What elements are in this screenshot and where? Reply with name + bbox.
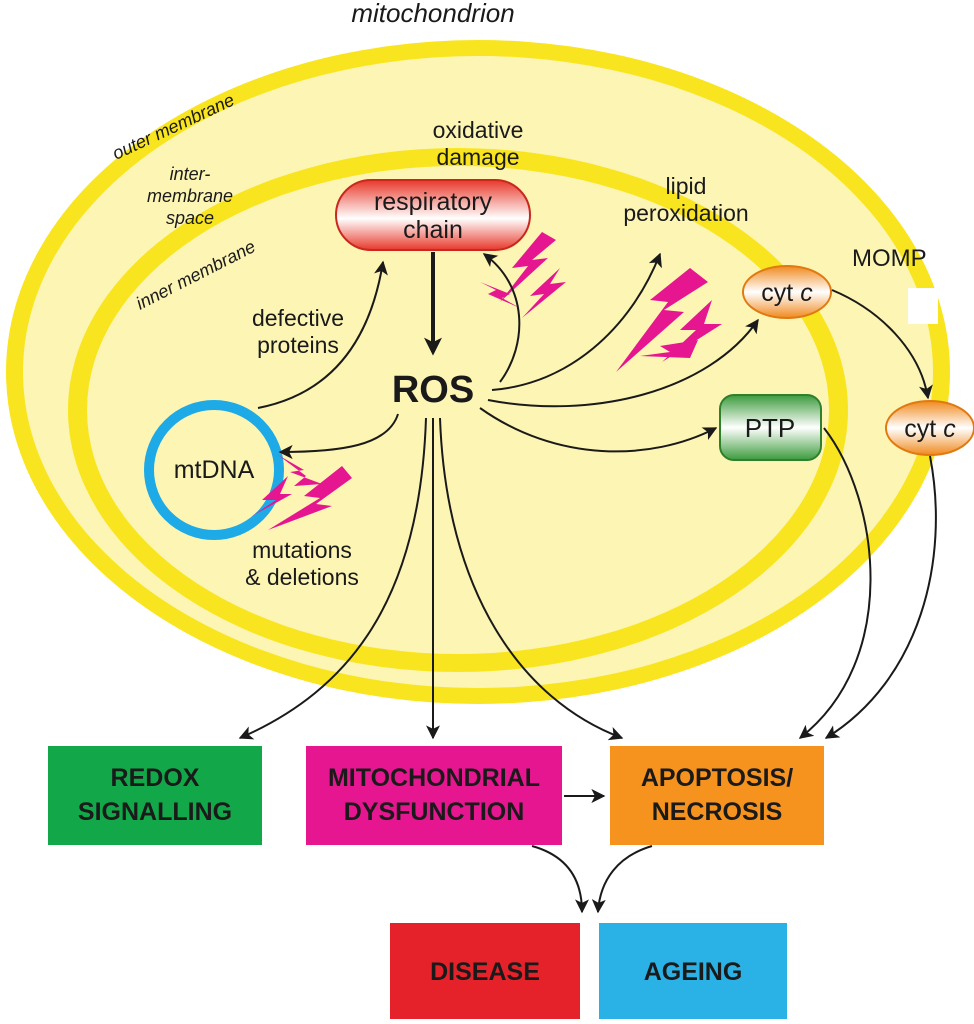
cytc-released-c: c [943,415,956,443]
cytc-released-label: cyt c [904,415,956,443]
ptp-label: PTP [745,413,796,443]
ageing-box [599,923,787,1019]
mitochondrial-dysfunction-box [306,746,562,845]
arrow-ptp-to-apoptosis [798,427,872,739]
lightning-icon-respiratory [480,232,566,318]
arrow-ros-to-lipid [491,252,662,391]
arrow-ros-to-ptp [479,407,718,453]
mutations-label-2: & deletions [245,564,359,590]
cytc-released-cyt: cyt [904,415,936,443]
cytc-inner-cyt: cyt [761,279,793,307]
redox-label-1: REDOX [111,764,200,792]
lipid-peroxidation-label-1: lipid [666,173,707,199]
arrow-apoptosis-to-outcomes [591,845,653,914]
mito-dysfunction-label-1: MITOCHONDRIAL [328,764,540,792]
redox-label-2: SIGNALLING [78,798,232,826]
disease-box [390,923,580,1019]
mutations-label-1: mutations [252,537,352,563]
ageing-label: AGEING [644,958,743,986]
lipid-peroxidation-label-2: peroxidation [623,200,748,226]
apoptosis-label-1: APOPTOSIS/ [641,764,793,792]
cytc-inner-label: cyt c [761,279,813,307]
ros-label: ROS [392,369,474,411]
cytc-released-oval [885,400,974,456]
arrow-mtdna-to-resp [257,260,388,409]
defective-proteins-label-2: proteins [257,332,339,358]
intermembrane-label-1: inter- [170,164,211,184]
redox-signalling-box [48,746,262,845]
intermembrane-label-2: membrane [147,186,233,206]
disease-label: DISEASE [430,958,540,986]
arrow-ros-to-cytc [487,318,759,408]
respiratory-chain [335,179,531,251]
oxidative-damage-label-2: damage [436,144,519,170]
arrow-cytc-to-apoptosis [824,455,937,739]
arrow-ros-to-apoptosis [439,417,624,741]
diagram-title: mitochondrion [351,0,514,28]
intermembrane-label-3: space [166,208,214,228]
cytc-inner-c: c [800,279,813,307]
arrow-cytc-inner-to-released [831,289,933,400]
cytc-inner-oval [742,265,832,319]
mtdna-label: mtDNA [174,456,255,484]
defective-proteins-label-1: defective [252,305,344,331]
arrow-ros-to-redox [238,417,427,740]
arrow-dysfunction-to-outcomes [531,845,589,914]
lightning-icon-lipid [616,268,722,372]
momp-gap [908,288,938,324]
respiratory-chain-label-1: respiratory [374,188,493,216]
apoptosis-necrosis-box [610,746,824,845]
mito-dysfunction-label-2: DYSFUNCTION [344,798,525,826]
arrow-ros-to-mtdna [278,413,399,459]
oxidative-damage-label-1: oxidative [433,117,524,143]
lightning-icon-mtdna [252,455,352,530]
momp-label: MOMP [852,245,927,272]
mtdna-ring [144,400,284,540]
respiratory-chain-label-2: chain [403,216,463,244]
arrow-ros-to-resp [482,253,521,383]
apoptosis-label-2: NECROSIS [652,798,783,826]
ptp-box [719,394,822,461]
